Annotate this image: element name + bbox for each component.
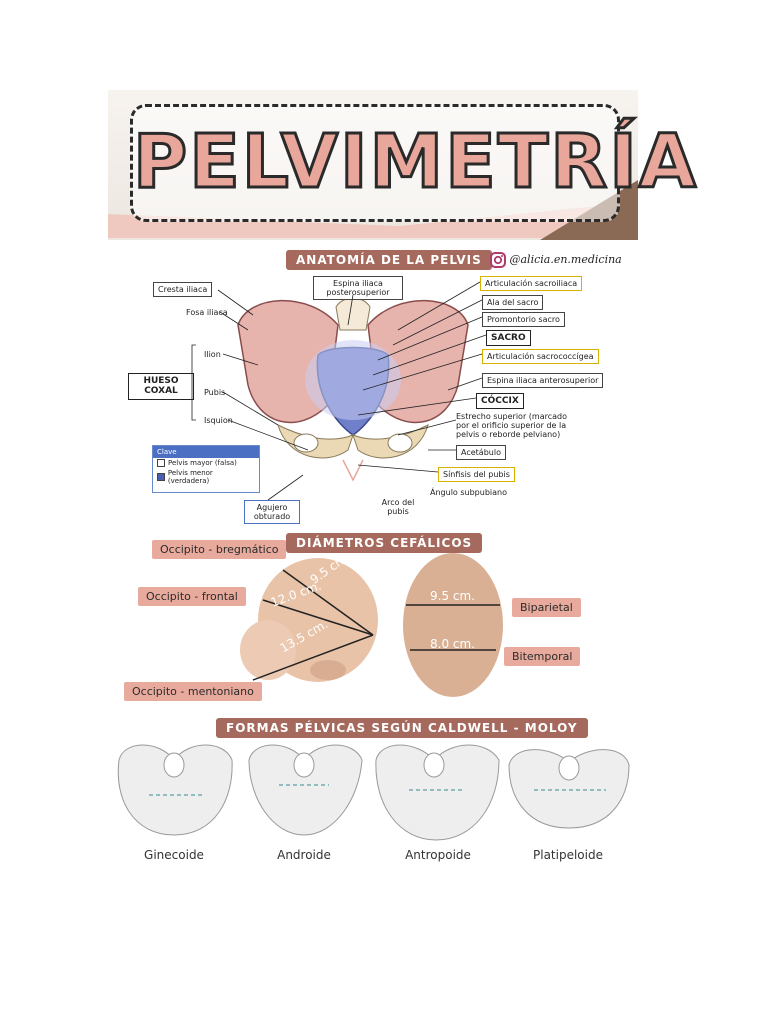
caption-antropoide: Antropoide	[405, 848, 471, 862]
label-agujero: Agujero obturado	[244, 500, 300, 525]
caption-ginecoide: Ginecoide	[144, 848, 204, 862]
pelvic-shapes	[117, 744, 630, 841]
label-espina-post: Espina iliaca posterosuperior	[313, 276, 403, 301]
label-bitemporal: Bitemporal	[504, 647, 581, 666]
baby-head-side	[240, 558, 378, 682]
caption-androide: Androide	[277, 848, 331, 862]
label-promontorio: Promontorio sacro	[482, 312, 565, 328]
swatch-mayor	[157, 459, 165, 467]
label-arco: Arco del pubis	[381, 498, 415, 517]
instagram-icon	[490, 252, 506, 268]
label-occ-ment: Occipito - mentoniano	[124, 682, 262, 701]
shapes-header: FORMAS PÉLVICAS SEGÚN CALDWELL - MOLOY	[216, 718, 588, 738]
label-isquion: Isquion	[204, 416, 233, 425]
label-pubis: Pubis	[204, 388, 226, 397]
page-title: PELVIMETRÍA	[132, 118, 699, 207]
label-fosa: Fosa iliaca	[186, 308, 228, 317]
label-art-sacrococcigea: Articulación sacrococcígea	[482, 349, 599, 365]
baby-head-top	[403, 553, 503, 697]
label-hueso-coxal: HUESO COXAL	[128, 373, 194, 400]
swatch-menor	[157, 473, 165, 481]
label-sinfisis: Sínfisis del pubis	[438, 467, 515, 483]
label-ilion: Ilion	[204, 350, 221, 359]
shape-platipeloide	[508, 749, 630, 829]
pelvic-inlet	[305, 340, 401, 420]
label-ala-sacro: Ala del sacro	[482, 295, 544, 311]
infographic: PELVIMETRÍA ANATOMÍA DE LA PELVIS @alici…	[108, 90, 699, 880]
legend-row-menor: Pelvis menor (verdadera)	[153, 468, 259, 486]
label-cresta: Cresta iliaca	[153, 282, 213, 298]
label-angulo: Ángulo subpubiano	[430, 488, 507, 497]
social-handle-text: @alicia.en.medicina	[509, 253, 622, 266]
right-obturator	[387, 433, 413, 453]
label-biparietal: Biparietal	[512, 598, 581, 617]
shape-androide	[248, 744, 363, 836]
subpubic-angle	[342, 459, 364, 482]
caption-platipeloide: Platipeloide	[533, 848, 603, 862]
cephalic-header: DIÁMETROS CEFÁLICOS	[286, 533, 483, 553]
label-coccix: CÓCCIX	[476, 393, 524, 410]
anatomy-header: ANATOMÍA DE LA PELVIS	[286, 250, 492, 270]
label-sacro: SACRO	[486, 330, 531, 347]
left-obturator	[293, 433, 319, 453]
shape-antropoide	[375, 744, 500, 841]
legend-mayor-text: Pelvis mayor (falsa)	[168, 459, 237, 467]
legend-title: Clave	[153, 446, 259, 458]
label-espina-ant: Espina iliaca anterosuperior	[482, 373, 604, 389]
label-occ-breg: Occipito - bregmático	[152, 540, 287, 559]
legend-key: Clave Pelvis mayor (falsa) Pelvis menor …	[152, 445, 260, 493]
measure-m4: 9.5 cm.	[430, 589, 475, 603]
social-handle: @alicia.en.medicina	[490, 252, 622, 268]
title-frame: PELVIMETRÍA	[130, 104, 699, 222]
measure-m5: 8.0 cm.	[430, 637, 475, 651]
legend-menor-text: Pelvis menor (verdadera)	[167, 469, 213, 485]
label-occ-front: Occipito - frontal	[138, 587, 246, 606]
label-acetabulo: Acetábulo	[456, 445, 506, 461]
label-art-sacroiliaca: Articulación sacroiliaca	[480, 276, 583, 292]
leader-lines	[191, 281, 487, 501]
shape-ginecoide	[117, 744, 233, 836]
label-estrecho: Estrecho superior (marcado por el orific…	[456, 412, 567, 440]
legend-row-mayor: Pelvis mayor (falsa)	[153, 458, 259, 468]
